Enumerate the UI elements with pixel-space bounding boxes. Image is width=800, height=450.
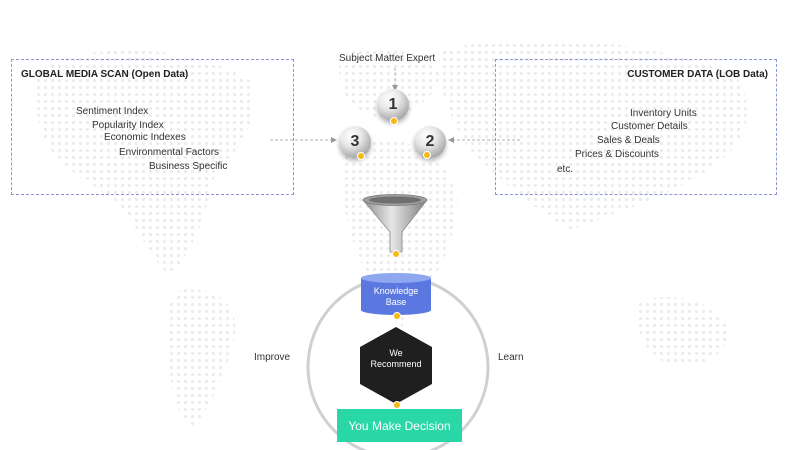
hexagon-dot xyxy=(393,401,401,409)
sme-arrowhead-icon xyxy=(392,85,398,91)
left-item-4: Business Specific xyxy=(149,161,228,172)
right-item-2: Sales & Deals xyxy=(597,135,660,146)
you-make-decision-box: You Make Decision xyxy=(337,409,462,442)
ball-2-dot xyxy=(423,151,431,159)
database-dot xyxy=(393,312,401,320)
we-recommend-line2: Recommend xyxy=(370,359,422,369)
ball-3: 3 xyxy=(339,126,371,158)
customer-data-title: CUSTOMER DATA (LOB Data) xyxy=(627,69,768,80)
ball-1: 1 xyxy=(377,89,409,121)
global-media-title: GLOBAL MEDIA SCAN (Open Data) xyxy=(21,69,189,80)
sme-label: Subject Matter Expert xyxy=(339,53,436,64)
left-item-0: Sentiment Index xyxy=(76,106,149,117)
database-icon xyxy=(361,273,431,315)
knowledge-base-line2: Base xyxy=(385,297,407,307)
funnel-icon xyxy=(362,194,428,253)
customer-data-panel: CUSTOMER DATA (LOB Data) xyxy=(495,59,777,195)
left-arrowhead-icon xyxy=(331,137,337,143)
recommend-hexagon xyxy=(360,327,432,404)
left-item-2: Economic Indexes xyxy=(104,132,186,143)
right-item-3: Prices & Discounts xyxy=(575,149,659,160)
right-item-0: Inventory Units xyxy=(630,108,697,119)
left-item-1: Popularity Index xyxy=(92,120,164,131)
improve-label: Improve xyxy=(254,352,291,363)
funnel-dot xyxy=(392,250,400,258)
learn-label: Learn xyxy=(498,352,524,363)
ball-3-dot xyxy=(357,152,365,160)
we-recommend-line1: We xyxy=(389,348,403,358)
knowledge-base-label: Knowledge Base xyxy=(361,286,431,308)
right-arrowhead-icon xyxy=(448,137,454,143)
global-media-panel: GLOBAL MEDIA SCAN (Open Data) xyxy=(11,59,294,195)
knowledge-base-line1: Knowledge xyxy=(373,286,419,296)
right-item-1: Customer Details xyxy=(611,121,688,132)
right-item-4: etc. xyxy=(557,164,574,175)
ball-1-dot xyxy=(390,117,398,125)
left-item-3: Environmental Factors xyxy=(119,147,220,158)
we-recommend-label: We Recommend xyxy=(361,348,431,370)
